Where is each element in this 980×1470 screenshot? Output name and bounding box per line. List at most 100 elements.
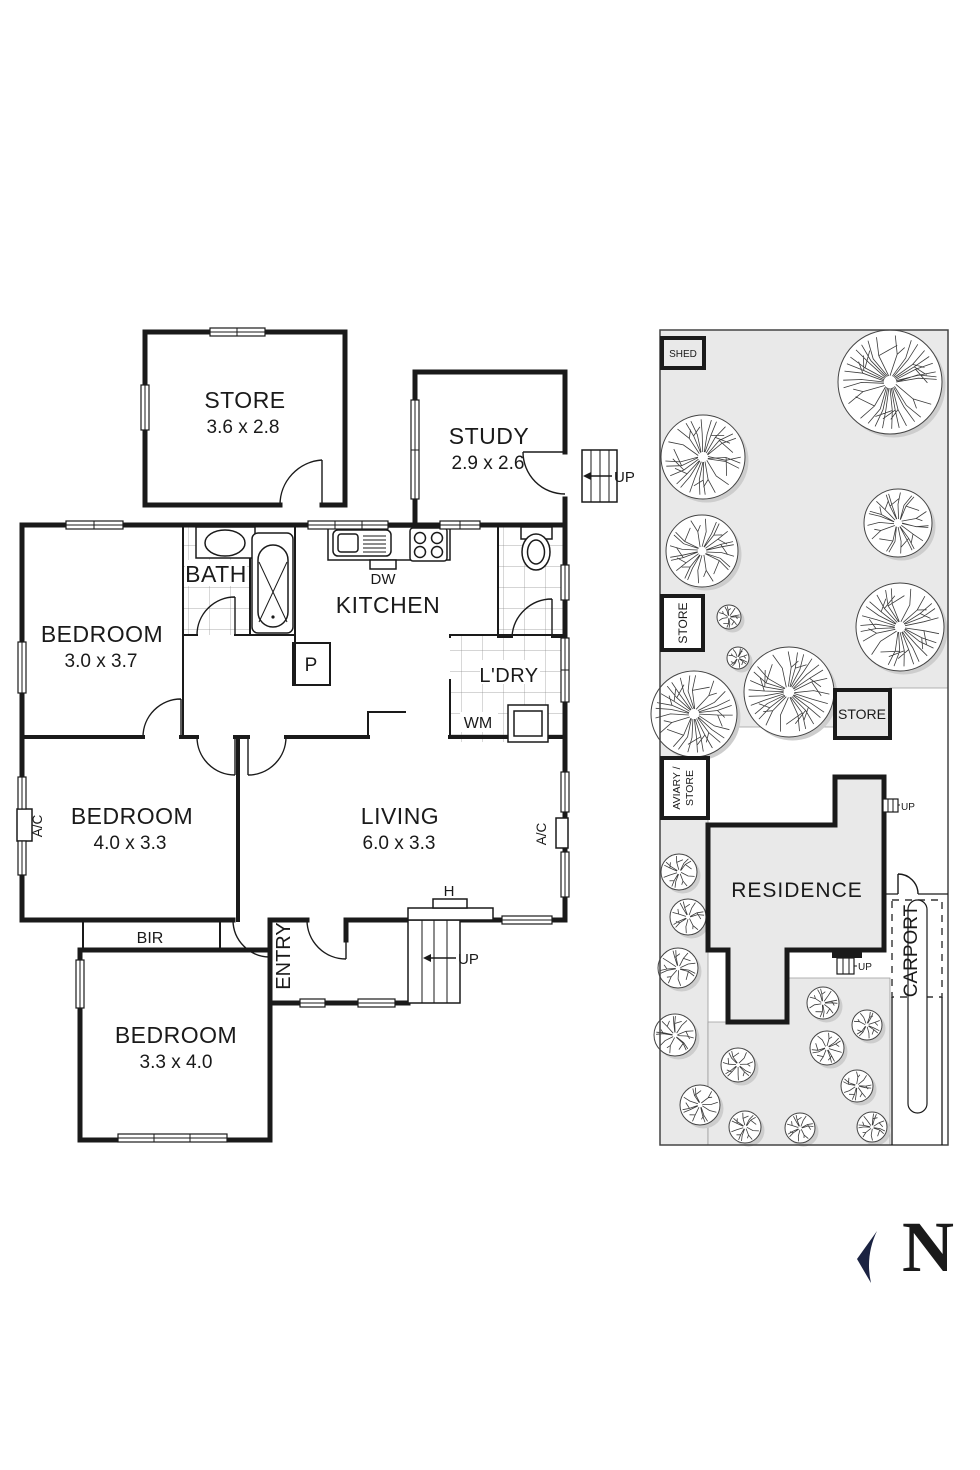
tree-icon: [679, 1084, 724, 1129]
kitchen-label: KITCHEN: [336, 592, 440, 618]
entry-label: ENTRY: [273, 922, 295, 989]
pantry-label: P: [305, 655, 318, 676]
tree-icon: [728, 1110, 765, 1147]
tree-icon: [837, 329, 946, 438]
store-rear-label: STORE: [838, 706, 886, 722]
kitchen-fixtures: DW KITCHEN P: [305, 526, 451, 676]
study-room-label: STUDY: [449, 423, 529, 449]
residence-outline: [705, 774, 887, 1025]
washing-machine-icon: [507, 704, 549, 743]
tree-icon: [855, 582, 948, 675]
tree-icon: [665, 514, 742, 591]
tree-icon: [720, 1047, 759, 1086]
bir-label: BIR: [137, 930, 164, 947]
compass-needle-icon: [857, 1231, 877, 1283]
living-dims: 6.0 x 3.3: [363, 833, 436, 854]
floor-plan: STORE 3.6 x 2.8 STUDY 2.9 x 2.6 UP: [16, 327, 635, 1143]
entry-door2-arc: [306, 919, 347, 960]
tree-icon: [660, 414, 749, 503]
tree-icon: [650, 670, 741, 761]
bedroom2-door-arc: [196, 736, 236, 776]
site-plan: SHED STORE STORE AVIARY / STORE RESIDENC…: [650, 329, 949, 1147]
bedroom1-door-arc: [142, 698, 182, 738]
store-rear: STORE: [833, 688, 892, 740]
ac-unit-right: A/C: [534, 817, 569, 849]
entry-steps: UP: [407, 919, 479, 1004]
basin-icon: [204, 529, 246, 557]
up-label: UP: [858, 962, 872, 973]
ac-label: A/C: [534, 823, 549, 846]
wm-label-bg: [460, 712, 498, 732]
laundry-fixtures: L'DRY WM: [460, 660, 549, 743]
bedroom2-label: BEDROOM: [71, 803, 193, 829]
bathtub-icon: [251, 532, 294, 634]
site-boundary: [659, 329, 949, 1146]
living-label: LIVING: [361, 803, 439, 829]
tree-icon: [851, 1009, 886, 1044]
tree-icon: [669, 898, 710, 939]
stove-icon: [409, 527, 448, 562]
ac-unit-left: A/C: [16, 808, 45, 842]
bath-label-bg: [185, 560, 247, 586]
bedroom3-dims: 3.3 x 4.0: [140, 1052, 213, 1073]
tree-icon: [863, 488, 936, 561]
carport-label: CARPORT: [901, 904, 922, 997]
carport: CARPORT: [884, 873, 948, 1145]
residence-steps-side: UP: [882, 798, 915, 813]
ldry-label-bg: [480, 660, 540, 684]
aviary-store: AVIARY / STORE: [660, 756, 710, 820]
tree-icon: [660, 853, 701, 894]
hot-water-unit: H: [407, 883, 494, 921]
up-label: UP: [614, 469, 635, 486]
trees: [650, 329, 948, 1147]
study-door-arc: [522, 451, 566, 495]
north-arrow: N: [857, 1207, 954, 1287]
tree-icon: [743, 646, 838, 741]
driveway-path: [907, 899, 928, 1114]
laundry-label: L'DRY: [479, 665, 538, 687]
interior-thin-walls: [82, 524, 566, 951]
tree-icon: [784, 1112, 819, 1147]
wc-door-arc: [511, 598, 553, 638]
aviary-label-line1: AVIARY /: [671, 766, 683, 809]
up-arrow-icon: [423, 954, 431, 962]
bedroom1-dims: 3.0 x 3.7: [65, 651, 138, 672]
tree-icon: [806, 986, 843, 1023]
tree-icon: [657, 947, 702, 992]
tree-icon: [840, 1069, 877, 1106]
tree-icon: [809, 1030, 848, 1069]
tree-icon: [726, 646, 753, 673]
residence-label: RESIDENCE: [731, 879, 863, 902]
shed: SHED: [660, 336, 706, 370]
study-stairs: UP: [581, 449, 635, 503]
aviary-label-line2: STORE: [684, 770, 696, 806]
north-label: N: [902, 1207, 954, 1287]
interior-main-walls: [20, 735, 567, 922]
sink-icon: [332, 529, 392, 557]
windows: [17, 520, 570, 1143]
shed-label: SHED: [669, 349, 697, 360]
study-room-dims: 2.9 x 2.6: [452, 453, 525, 474]
dishwasher: [369, 559, 397, 570]
store-room: STORE 3.6 x 2.8: [140, 327, 348, 508]
residence: RESIDENCE UP UP: [705, 774, 915, 1025]
hot-water-label: H: [444, 883, 455, 900]
bedroom3-label: BEDROOM: [115, 1022, 237, 1048]
wc-fixtures: [520, 526, 553, 571]
interior-doors: [142, 596, 553, 960]
bedroom1-label: BEDROOM: [41, 621, 163, 647]
living-door-arc: [247, 736, 287, 776]
bath-fixtures: BATH: [185, 526, 294, 634]
residence-steps-rear: UP: [832, 951, 872, 975]
up-arrow-icon: [583, 472, 591, 480]
tree-icon: [716, 604, 745, 633]
study-room: STUDY 2.9 x 2.6 UP: [410, 369, 635, 528]
gate-door-arc: [897, 873, 919, 895]
store-room-label: STORE: [204, 387, 285, 413]
bath-door-arc: [196, 596, 236, 636]
store-door-arc: [279, 459, 323, 506]
store-left-label: STORE: [676, 602, 690, 643]
up-label: UP: [901, 802, 915, 813]
